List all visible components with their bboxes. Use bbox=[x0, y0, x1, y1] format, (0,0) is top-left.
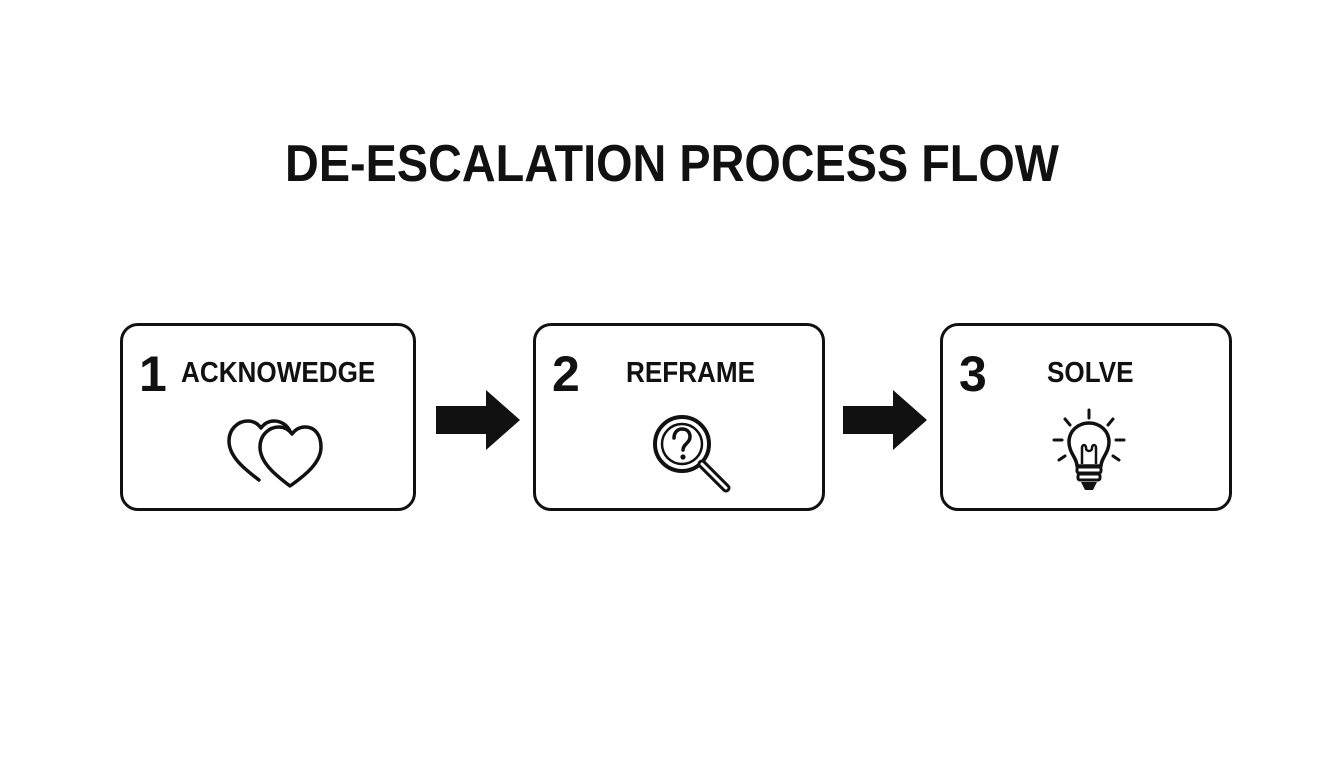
magnifier-question-icon bbox=[653, 415, 731, 493]
flow-arrow bbox=[843, 390, 927, 450]
step-label: REFRAME bbox=[626, 357, 756, 389]
step-label: SOLVE bbox=[1047, 357, 1134, 389]
step-box-solve: 3 SOLVE bbox=[940, 323, 1232, 511]
diagram-title: DE-ESCALATION PROCESS FLOW bbox=[285, 135, 1059, 193]
flow-arrow bbox=[436, 390, 520, 450]
step-number: 3 bbox=[959, 346, 987, 402]
step-number: 1 bbox=[139, 346, 167, 402]
step-box-reframe: 2 REFRAME bbox=[533, 323, 825, 511]
step-label: ACKNOWEDGE bbox=[181, 357, 376, 389]
step-box-acknowledge: 1 ACKNOWEDGE bbox=[120, 323, 416, 511]
hearts-icon bbox=[227, 419, 323, 488]
lightbulb-icon bbox=[1052, 408, 1126, 490]
step-number: 2 bbox=[552, 346, 580, 402]
